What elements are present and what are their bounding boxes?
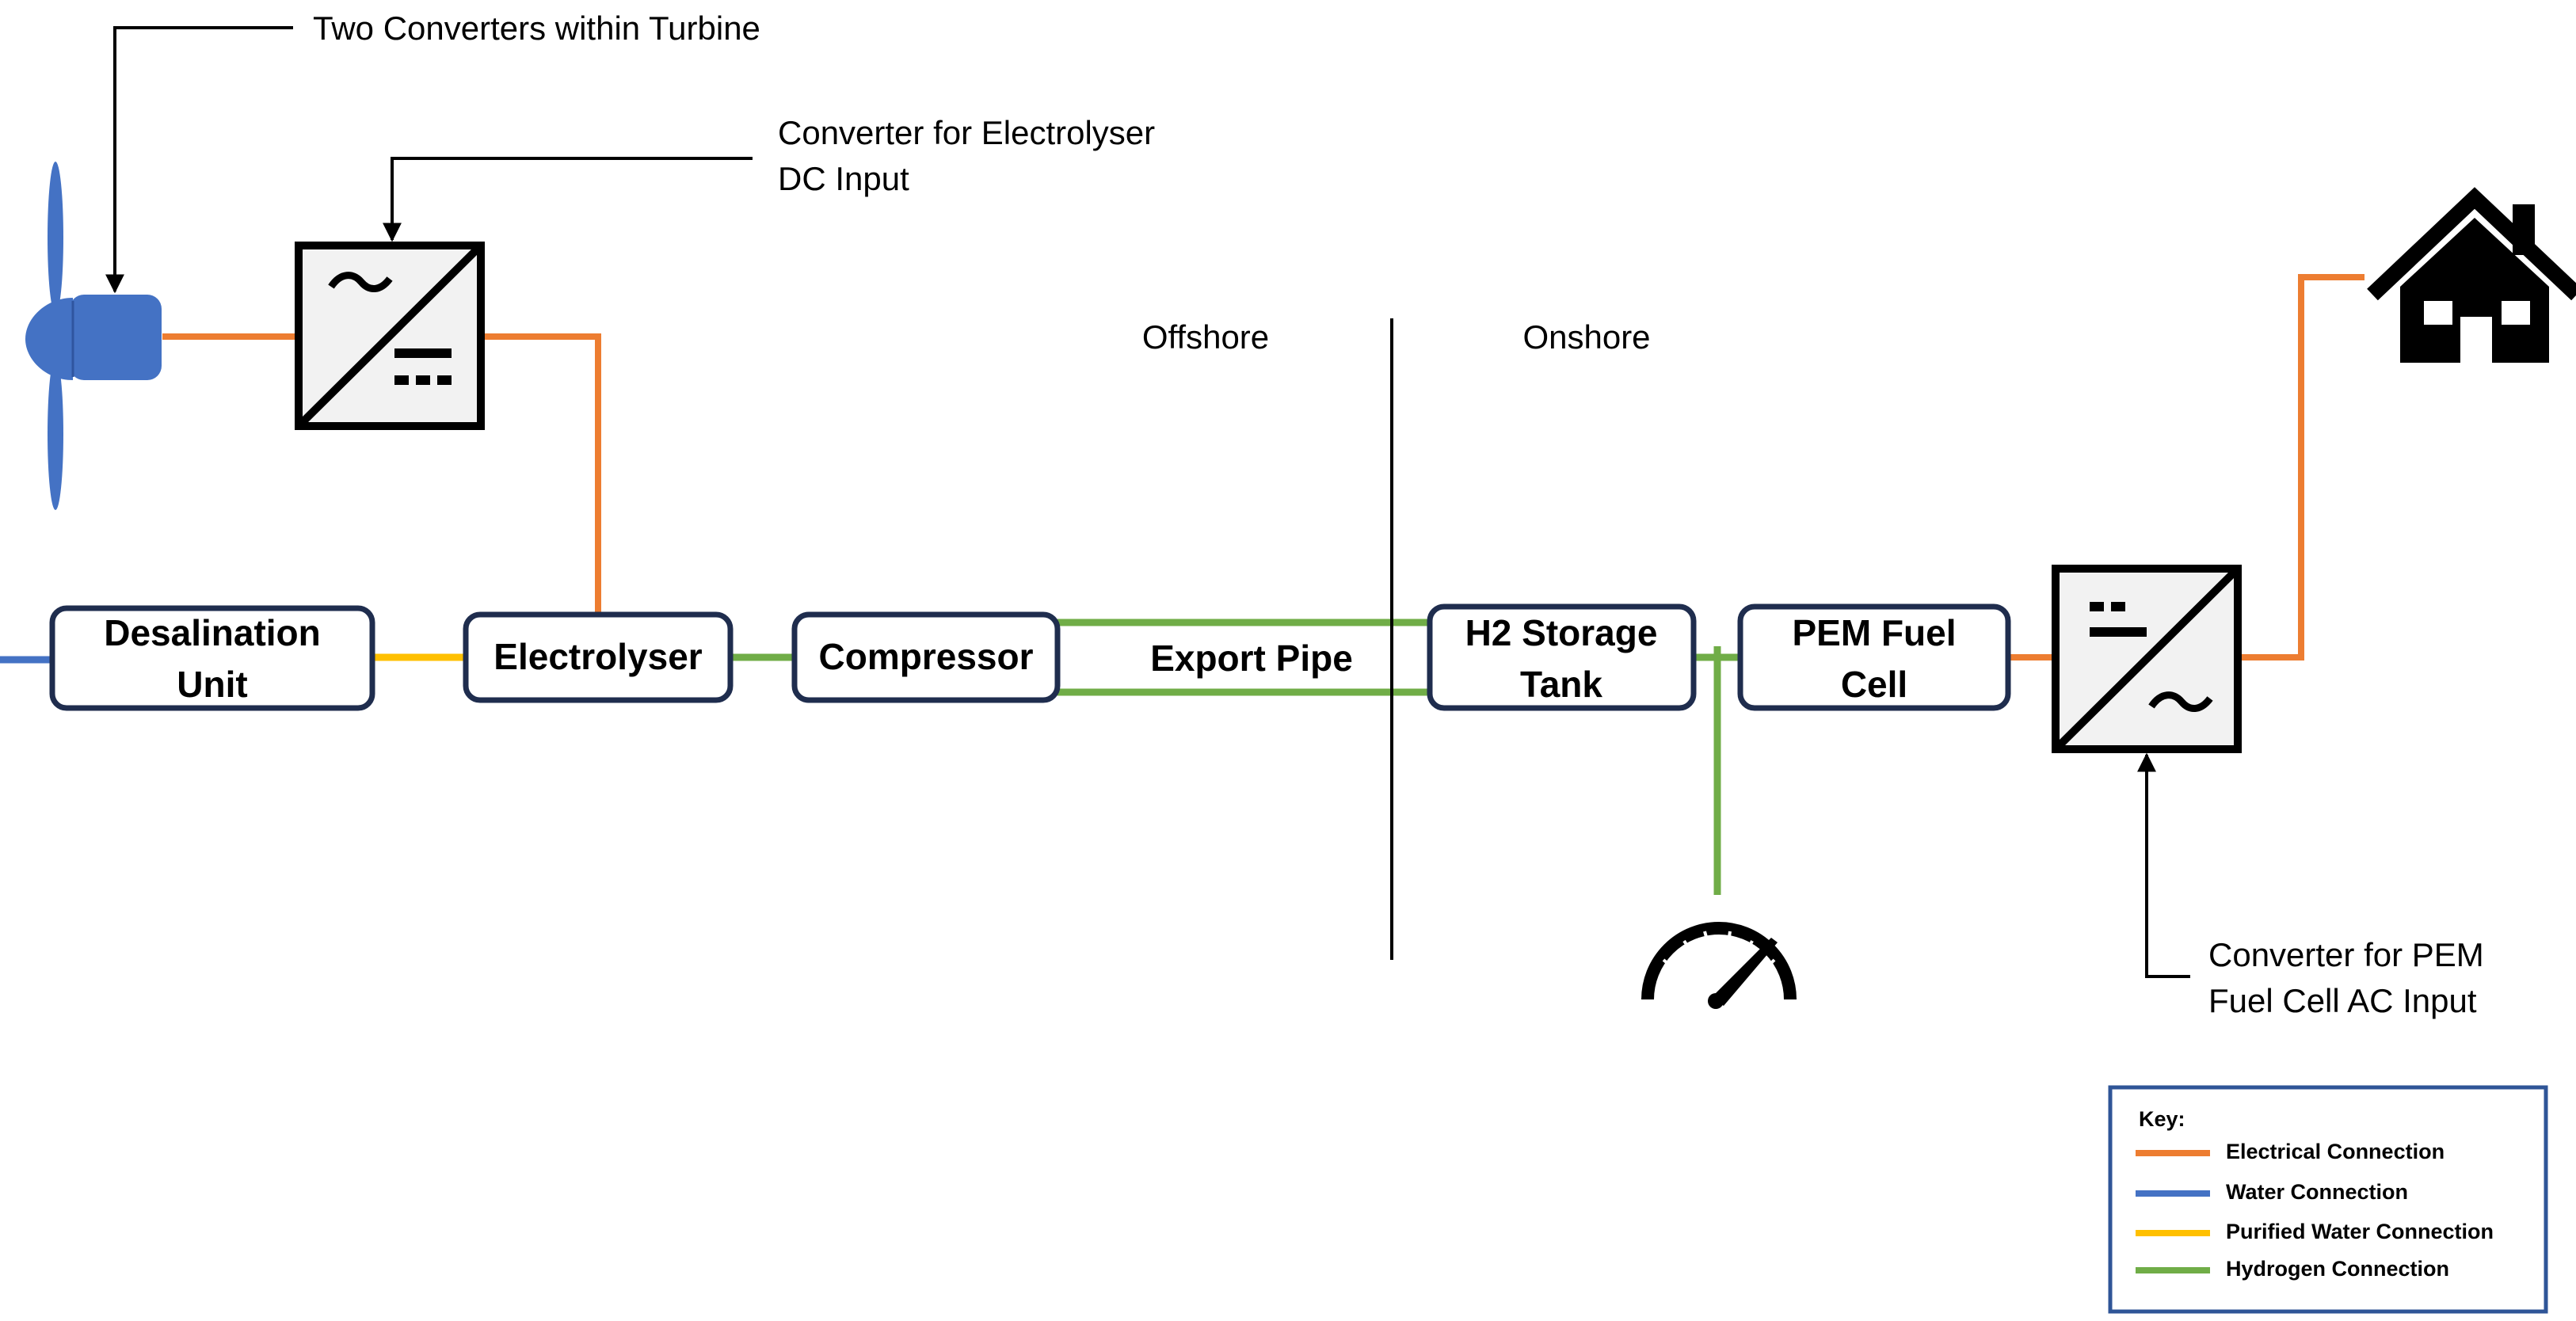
storage-label-2: Tank [1520, 664, 1602, 705]
legend-label-purified-water: Purified Water Connection [2226, 1220, 2494, 1243]
legend-label-water: Water Connection [2226, 1180, 2408, 1204]
electrolyser-converter-callout-arrow [383, 157, 753, 242]
desalination-label-2: Unit [177, 664, 247, 705]
fuelcell-converter-label-2: Fuel Cell AC Input [2208, 982, 2477, 1019]
turbine-callout-arrow [105, 26, 293, 294]
pressure-gauge-icon [1641, 922, 1797, 1009]
wind-turbine-icon [25, 162, 162, 510]
legend-label-hydrogen: Hydrogen Connection [2226, 1257, 2449, 1281]
electrolyser-converter-label-2: DC Input [778, 160, 909, 197]
electrical-connection-house [2240, 274, 2365, 660]
compressor-label: Compressor [819, 636, 1034, 677]
ac-dc-converter-icon [295, 242, 485, 430]
desalination-label-1: Desalination [104, 612, 321, 653]
onshore-label: Onshore [1522, 318, 1650, 356]
fuelcell-converter-label-1: Converter for PEM [2208, 936, 2484, 973]
electrolyser-converter-label-1: Converter for Electrolyser [778, 114, 1155, 151]
fuel-cell-label-2: Cell [1841, 664, 1907, 705]
electrolyser-box: Electrolyser [463, 611, 734, 703]
turbine-converters-label: Two Converters within Turbine [313, 10, 760, 47]
legend-title: Key: [2139, 1107, 2185, 1131]
dc-ac-converter-icon [2052, 565, 2242, 753]
h2-storage-tank-box: H2 Storage Tank [1427, 603, 1697, 711]
connections [0, 274, 2365, 895]
compressor-box: Compressor [791, 611, 1061, 703]
export-pipe-label: Export Pipe [1150, 638, 1353, 679]
legend-label-electrical: Electrical Connection [2226, 1140, 2445, 1163]
legend-box: Key: Electrical Connection Water Connect… [2108, 1085, 2548, 1314]
callouts [105, 26, 2190, 978]
desalination-unit-box: Desalination Unit [49, 605, 375, 711]
house-icon [2367, 187, 2576, 363]
pem-fuel-cell-box: PEM Fuel Cell [1737, 603, 2011, 711]
fuel-cell-label-1: PEM Fuel [1792, 612, 1956, 653]
offshore-label: Offshore [1142, 318, 1269, 356]
fuelcell-converter-callout-arrow [2137, 752, 2190, 978]
electrolyser-label: Electrolyser [493, 636, 702, 677]
storage-label-1: H2 Storage [1465, 612, 1658, 653]
electrical-connection-electrolyser [483, 333, 601, 614]
